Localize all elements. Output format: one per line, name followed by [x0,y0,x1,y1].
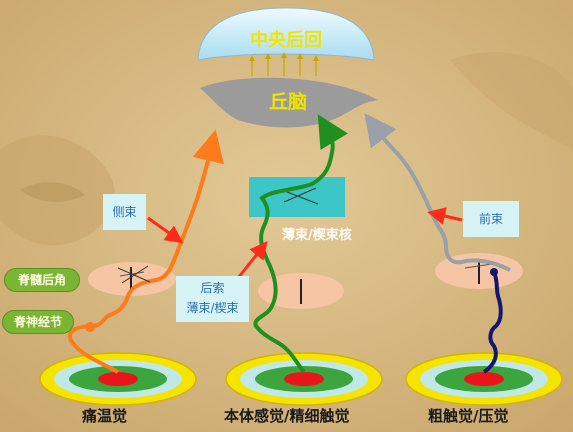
receptor-fine-touch [225,352,383,406]
crude-touch-node [490,268,498,276]
caption-crude-touch: 粗触觉/压觉 [428,407,509,425]
cortex-dome [197,7,375,61]
cortex-label: 中央后回 [250,29,322,51]
label-dorsal-horn: 脊髓后角 [4,268,80,292]
label-posterior-cord-box: 后索 薄束/楔束 [176,276,249,322]
nuclei-crossing [281,187,319,205]
caption-fine-touch: 本体感觉/精细触觉 [224,407,350,425]
spinal-segment-middle [258,273,344,309]
decussation-left [117,265,151,284]
background-figure-eye [20,182,85,202]
pain-temp-pathway [68,129,224,374]
thalamocortical-arrows [249,52,319,76]
crude-touch-root [482,271,503,374]
label-posterior-cord: 后索 [200,281,225,295]
pointer-lateral-tract [147,216,184,244]
label-nuclei: 薄束/楔束核 [282,228,352,243]
pointer-anterior-tract [427,207,463,225]
receptor-crude-touch [405,352,563,406]
pointer-posterior-cord [236,240,268,279]
spinal-ganglion-node [85,322,95,332]
label-anterior-tract: 前束 [463,201,519,237]
label-spinal-ganglion: 脊神经节 [2,310,74,334]
background-figure-lower [450,51,573,150]
label-posterior-cord-tracts: 薄束/楔束 [186,301,239,315]
label-lateral-tract: 侧束 [103,194,146,230]
caption-pain-temp: 痛温觉 [82,407,128,425]
receptor-pain-temp [39,352,197,406]
thalamus-label: 丘脑 [269,90,307,113]
